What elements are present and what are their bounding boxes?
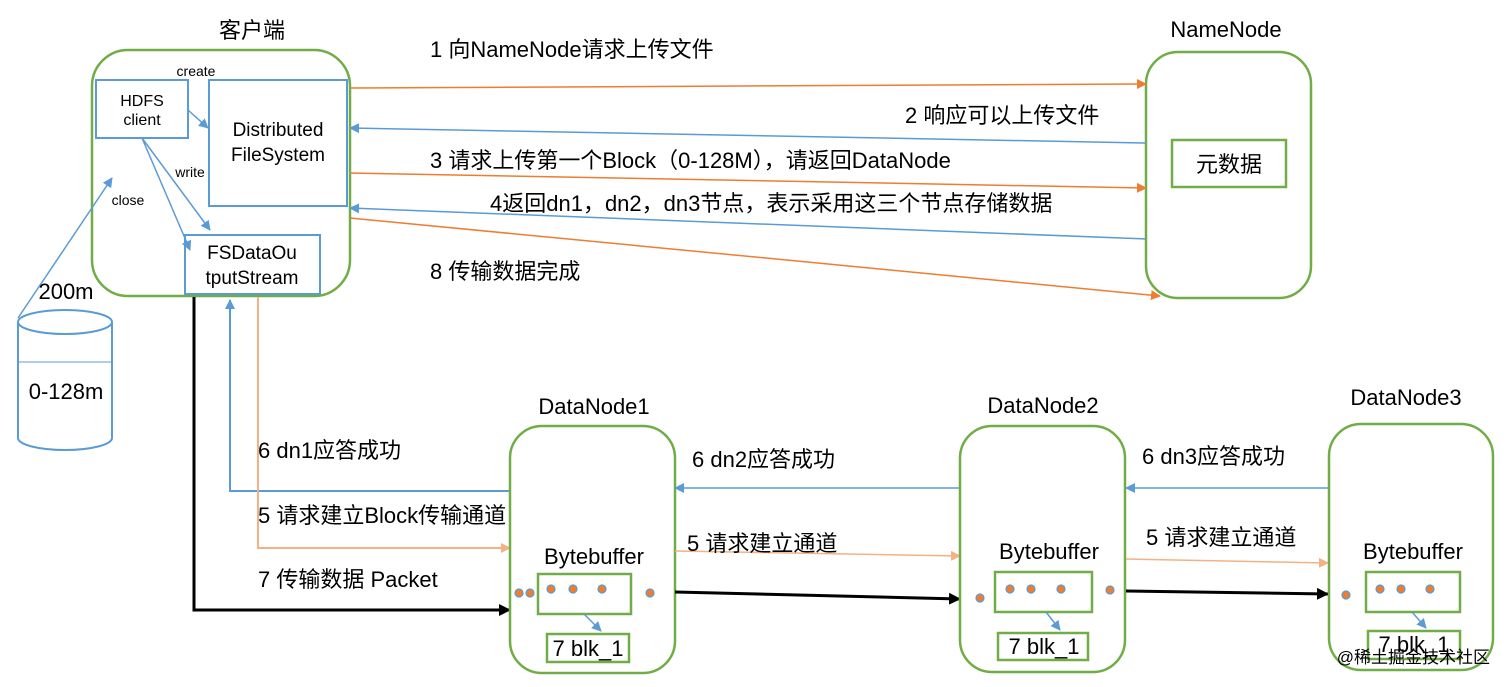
- step5-dn3-label: 5 请求建立通道: [1146, 525, 1296, 550]
- dfs-label-line1: Distributed: [233, 120, 324, 141]
- client-title: 客户端: [219, 18, 285, 43]
- datanode3-title: DataNode3: [1350, 385, 1461, 410]
- metadata-label: 元数据: [1196, 152, 1262, 177]
- step5-dn3-arrow: [1125, 557, 1329, 568]
- write-arrow: [141, 137, 211, 231]
- datanode1-block-box: [545, 632, 631, 664]
- datanode3-packet-dots: [1341, 584, 1435, 600]
- datanode2-block-box: [996, 631, 1090, 662]
- datanode1-title: DataNode1: [538, 394, 649, 419]
- step5-dn2-label: 5 请求建立通道: [687, 531, 837, 556]
- step4-label: 4返回dn1，dn2，dn3节点，表示采用这三个节点存储数据: [490, 191, 1052, 216]
- datanode1-store-arrow: [583, 613, 602, 632]
- step5-block-label: 5 请求建立Block传输通道: [258, 503, 506, 528]
- step2-label: 2 响应可以上传文件: [905, 103, 1099, 128]
- metadata-box: [1170, 138, 1288, 189]
- step7-packet-arrow: [192, 297, 511, 616]
- datanode2-buffer-label: Bytebuffer: [999, 539, 1099, 564]
- close-label: close: [112, 192, 145, 208]
- packet-dn1-to-dn2-arrow: [674, 590, 961, 605]
- step5-dn2-arrow: [674, 550, 961, 561]
- step7-packet-label: 7 传输数据 Packet: [258, 567, 438, 592]
- step3-label: 3 请求上传第一个Block（0-128M），请返回DataNode: [430, 148, 951, 173]
- step2-arrow: [349, 123, 1147, 144]
- file-to-client-arrow: [17, 177, 113, 319]
- step8-label: 8 传输数据完成: [430, 259, 580, 284]
- step6-dn1-label: 6 dn1应答成功: [258, 438, 401, 463]
- packet-dn2-to-dn3-arrow: [1125, 587, 1329, 600]
- close-arrow: [141, 137, 192, 251]
- datanode2-title: DataNode2: [987, 393, 1098, 418]
- datanode2-store-arrow: [1045, 611, 1061, 631]
- step6-dn2-label: 6 dn2应答成功: [692, 447, 835, 472]
- datanode2-packet-dots: [975, 584, 1115, 603]
- fsdos-label-line2: tputStream: [206, 268, 299, 289]
- step4-arrow: [349, 203, 1147, 240]
- step1-label: 1 向NameNode请求上传文件: [430, 37, 714, 62]
- datanode1-block-label: 7 blk_1: [553, 636, 624, 661]
- write-label: write: [174, 164, 205, 180]
- create-label: create: [177, 63, 216, 79]
- datanode3-block-box: [1366, 629, 1462, 661]
- fsdos-label-line1: FSDataOu: [207, 243, 297, 264]
- distributed-filesystem-box[interactable]: [208, 79, 348, 207]
- file-size-label: 200m: [38, 279, 93, 304]
- datanode3-store-arrow: [1411, 611, 1427, 629]
- datanode3-block-label: 7 blk_1: [1379, 632, 1450, 657]
- datanode1-packet-dots: [514, 584, 655, 598]
- step3-arrow: [349, 172, 1147, 193]
- hdfs-client-label-line1: HDFS: [120, 93, 164, 110]
- step6-dn1-arrow: [225, 299, 510, 492]
- hdfs-client-label-line2: client: [123, 112, 161, 129]
- datanode3-buffer-label: Bytebuffer: [1363, 539, 1463, 564]
- step8-arrow: [349, 217, 1161, 301]
- watermark: @稀土掘金技术社区: [1337, 648, 1490, 667]
- create-arrow: [187, 109, 209, 129]
- hdfs-client-box[interactable]: [95, 79, 189, 139]
- step5-block-arrow: [257, 297, 511, 553]
- namenode-title: NameNode: [1170, 17, 1281, 42]
- datanode1-buffer-box: [536, 572, 633, 616]
- dfs-label-line2: FileSystem: [231, 145, 325, 166]
- file-block-label: 0-128m: [29, 379, 104, 404]
- datanode2-block-label: 7 blk_1: [1009, 634, 1080, 659]
- fsdataoutputstream-box[interactable]: [184, 234, 321, 295]
- file-cylinder-icon: [17, 309, 113, 451]
- datanode1-buffer-label: Bytebuffer: [544, 544, 644, 569]
- step6-dn3-label: 6 dn3应答成功: [1142, 444, 1285, 469]
- step1-arrow: [349, 79, 1147, 90]
